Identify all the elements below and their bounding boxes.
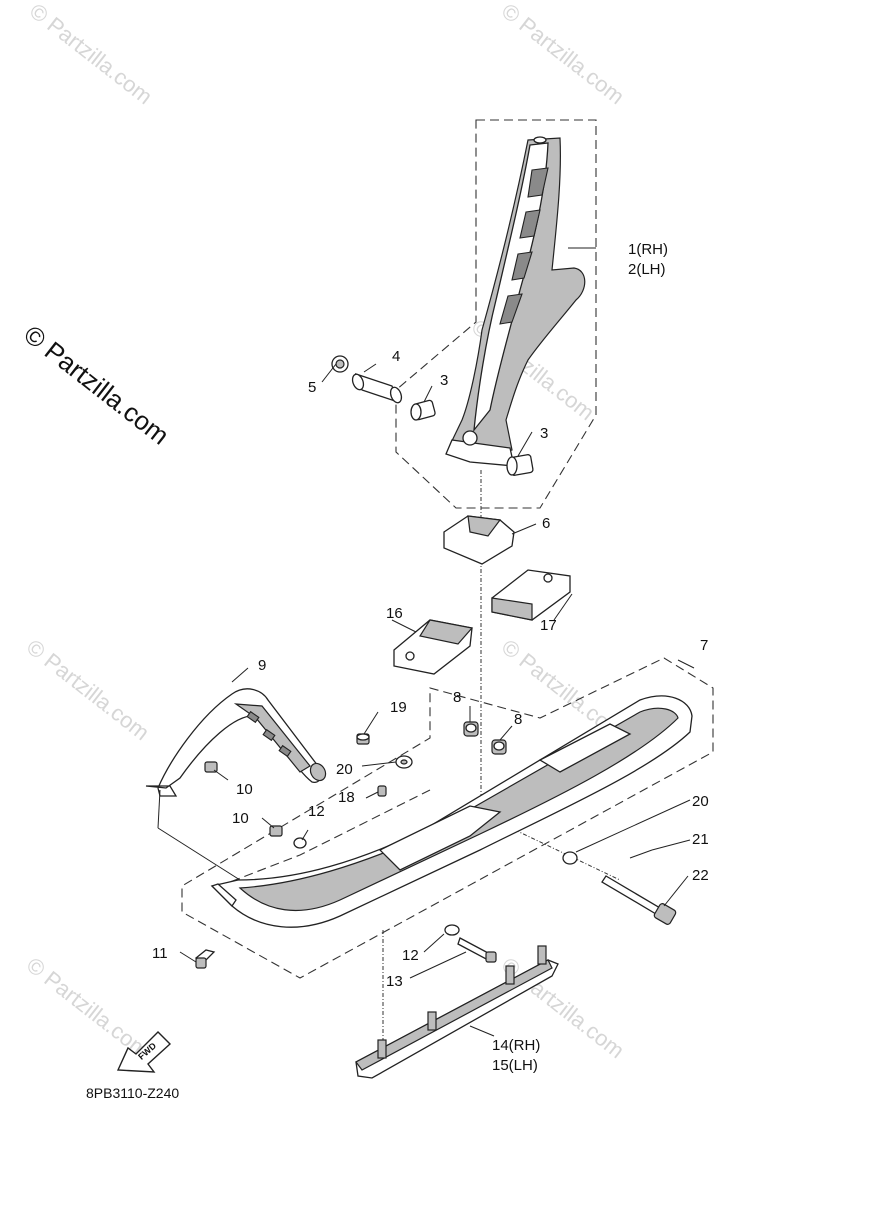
diagram-code: 8PB3110-Z240 [86,1085,179,1101]
callout-15: 15(LH) [492,1057,538,1074]
spindle-window-4 [499,293,523,325]
bushing-lower [506,454,534,476]
watermark-top-left: © Partzilla.com [25,0,157,109]
runner-edge [355,959,553,1071]
spindle-foot [445,439,515,467]
ski-assembly-box [181,657,714,979]
callout-18: 18 [338,789,355,806]
spindle-window-3 [511,251,533,281]
callout-17: 17 [540,617,557,634]
screw-13 [457,937,497,963]
callout-10-upper: 10 [236,781,253,798]
nut-10-lower [269,825,283,837]
callout-10-lower: 10 [232,810,249,827]
ski-rib [538,723,632,773]
washer-20-right [562,851,578,865]
ski-tip [210,883,237,908]
watermark-left-dark: © Partzilla.com [18,319,175,451]
washer-12-lower [444,924,460,936]
callout-3-upper: 3 [440,372,448,389]
washer-12-upper [293,837,307,849]
callout-9: 9 [258,657,266,674]
callout-6: 6 [542,515,550,532]
screw-18 [377,785,387,797]
pin-21 [629,849,653,859]
pad-part-16 [393,619,474,675]
callout-14: 14(RH) [492,1037,540,1054]
callout-16: 16 [386,605,403,622]
callout-labels: 1(RH) 2(LH) 3 3 4 5 6 7 8 8 9 10 10 11 1… [152,241,709,1074]
callout-12-lower: 12 [402,947,419,964]
spindle-pivot [462,430,478,446]
runner-part [355,945,559,1079]
nut-10-upper [204,761,218,773]
leader-lines [157,247,695,1037]
handle-part [145,688,327,797]
callout-12-upper: 12 [308,803,325,820]
spindle-part [445,136,586,467]
callout-2: 2(LH) [628,261,666,278]
callout-11: 11 [152,945,168,962]
spindle-window-1 [527,167,549,198]
callout-19: 19 [390,699,407,716]
callout-21: 21 [692,831,709,848]
nut-8-left [463,721,479,737]
saddle-part [443,515,515,565]
pad-part-17 [491,569,571,621]
callout-3-lower: 3 [540,425,548,442]
watermark-top-right: © Partzilla.com [497,0,629,109]
callout-8-left: 8 [453,689,461,706]
callout-1: 1(RH) [628,241,668,258]
callout-20-left: 20 [336,761,353,778]
cap-part [331,355,349,373]
ski-channel [378,805,502,871]
watermark-bottom-left: © Partzilla.com [22,952,154,1063]
callout-7: 7 [700,637,708,654]
washer-20-left [395,755,413,769]
bushing-upper [410,399,436,421]
callout-13: 13 [386,973,403,990]
handle-body [145,688,322,797]
watermark-lower-left: © Partzilla.com [22,634,154,745]
collar-part [351,372,403,404]
bolt-22 [601,875,677,925]
spindle-window-2 [519,209,541,239]
nut-19 [356,733,370,745]
bolt-11 [194,949,216,969]
callout-22: 22 [692,867,709,884]
ski-part [210,695,693,928]
spindle-assembly-box [395,119,597,509]
handle-assembly-box [229,789,431,883]
callout-20-right: 20 [692,793,709,810]
nut-8-right [491,739,507,755]
callout-8-right: 8 [514,711,522,728]
callout-4: 4 [392,348,400,365]
bolt-axis-line [514,829,621,881]
spindle-top-hole [533,136,547,144]
callout-5: 5 [308,379,316,396]
